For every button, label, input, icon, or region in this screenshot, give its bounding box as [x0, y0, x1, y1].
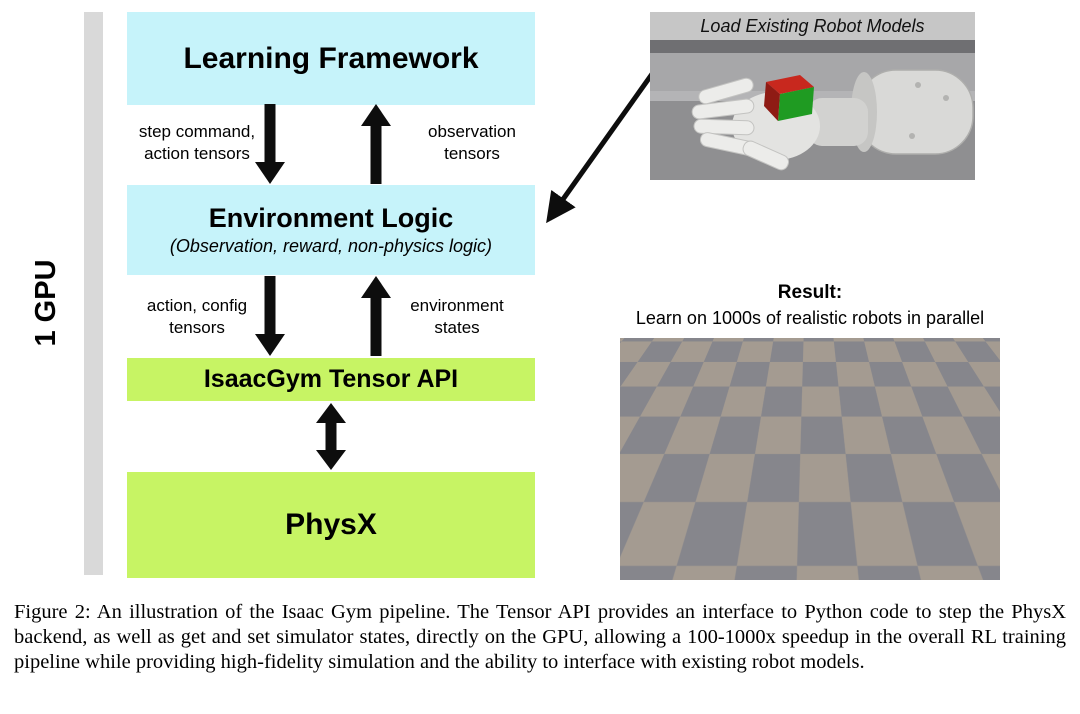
learning-framework-label: Learning Framework [183, 41, 479, 75]
step-down-arrow-icon [255, 104, 285, 184]
robot-hand-image [650, 40, 975, 180]
box-environment-logic: Environment Logic (Observation, reward, … [127, 185, 535, 275]
env-states-up-arrow-icon [361, 276, 391, 356]
environment-logic-subtitle: (Observation, reward, non-physics logic) [169, 236, 493, 256]
parallel-robots-image [620, 338, 1000, 580]
observation-label: observation tensors [428, 122, 516, 163]
load-models-title: Load Existing Robot Models [650, 12, 975, 40]
observation-up-arrow-icon [361, 104, 391, 184]
result-subtitle: Learn on 1000s of realistic robots in pa… [635, 308, 985, 328]
action-down-arrow-icon [255, 276, 285, 356]
box-tensor-api: IsaacGym Tensor API [127, 358, 535, 401]
arrow-head [316, 450, 346, 470]
tensor-api-label: IsaacGym Tensor API [203, 365, 459, 393]
figure-caption: Figure 2: An illustration of the Isaac G… [14, 601, 1066, 673]
load-models-arrow-icon [546, 65, 660, 224]
gpu-label: 1 GPU [29, 259, 62, 347]
gpu-span-bar [84, 12, 103, 575]
result-label: Result: [777, 282, 843, 303]
environment-logic-title: Environment Logic [208, 203, 454, 233]
environment-states-label: environment states [410, 296, 504, 337]
action-config-label: action, config tensors [146, 296, 248, 337]
physx-bidirectional-arrow-icon [316, 403, 346, 470]
sim-objects-overlay [620, 338, 1000, 577]
load-models-panel: Load Existing Robot Models [650, 12, 975, 180]
step-command-label: step command, action tensors [138, 122, 256, 163]
box-physx: PhysX [127, 472, 535, 578]
result-block: Result: Learn on 1000s of realistic robo… [610, 282, 1010, 329]
physx-label: PhysX [285, 508, 377, 541]
box-learning-framework: Learning Framework [127, 12, 535, 105]
